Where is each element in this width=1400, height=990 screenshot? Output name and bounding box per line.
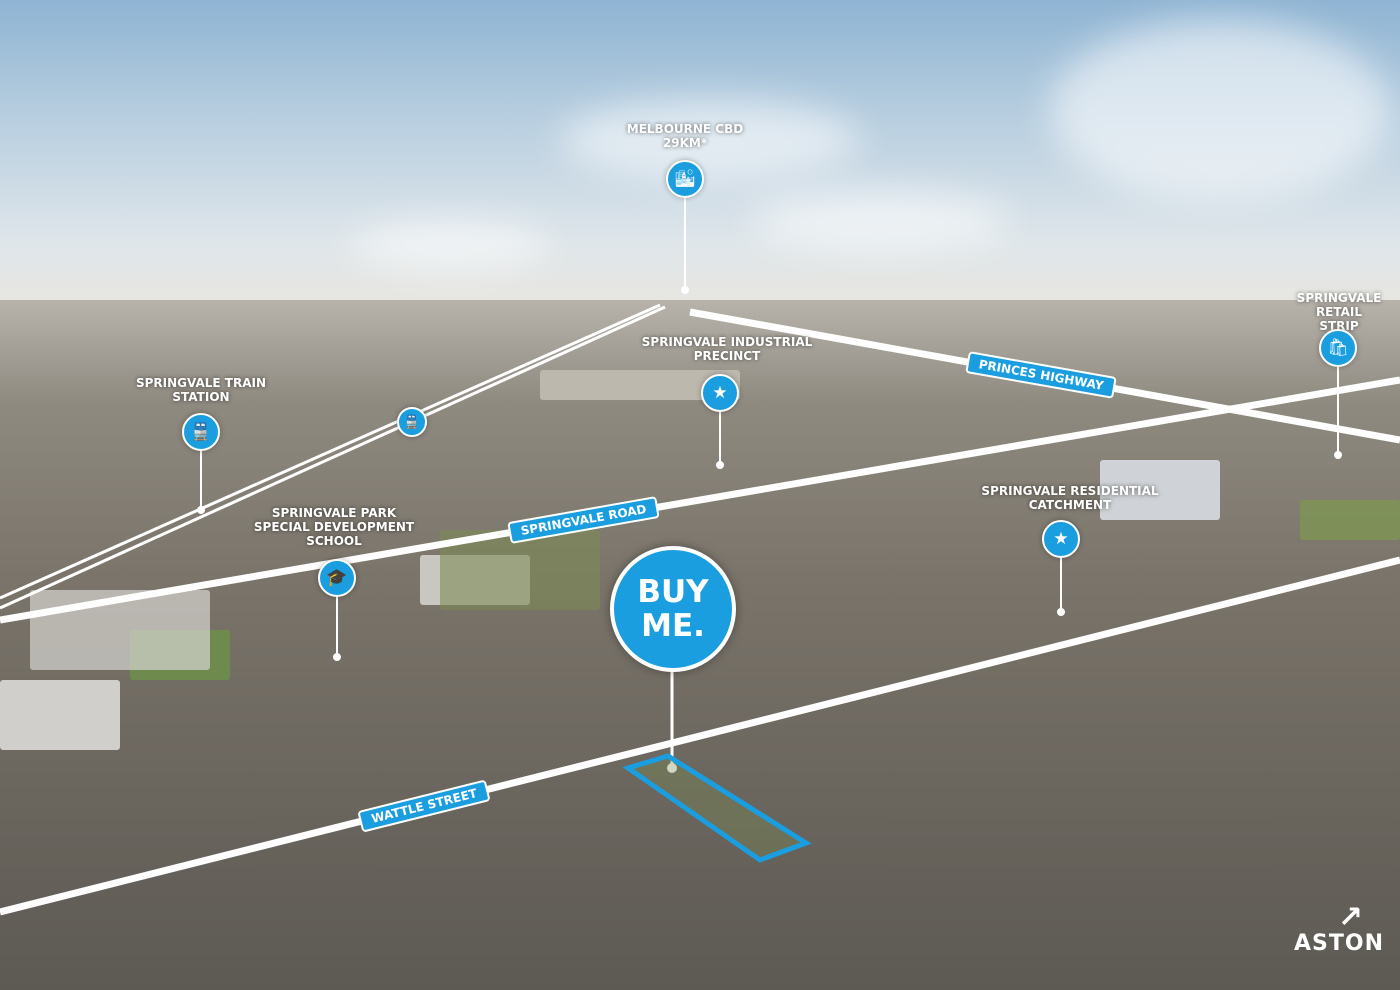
label-cbd: MELBOURNE CBD 29KM* (626, 122, 744, 150)
wattle-street-line (0, 556, 1400, 916)
buy-me-text: BUY ME. (637, 574, 709, 644)
rail-line (0, 305, 666, 610)
label-retail: SPRINGVALE RETAIL STRIP (1296, 291, 1382, 333)
train-icon[interactable]: 🚆 (182, 413, 220, 451)
sky (0, 0, 1400, 305)
aston-logo: ↗ ASTON (1294, 903, 1384, 957)
label-train-station: SPRINGVALE TRAIN STATION (135, 376, 267, 404)
springvale-road-line (0, 376, 1400, 624)
rail-line (0, 303, 661, 600)
property-boundary (622, 753, 812, 863)
label-industrial: SPRINGVALE INDUSTRIAL PRECINCT (641, 335, 813, 363)
label-school: SPRINGVALE PARK SPECIAL DEVELOPMENT SCHO… (253, 506, 415, 548)
train-icon[interactable]: 🚆 (397, 407, 427, 437)
logo-text: ASTON (1294, 931, 1384, 956)
city-buildings-icon[interactable]: 🏙 (666, 160, 704, 198)
star-pin-icon[interactable]: ★ (701, 374, 739, 412)
star-pin-icon[interactable]: ★ (1042, 520, 1080, 558)
label-residential: SPRINGVALE RESIDENTIAL CATCHMENT (981, 484, 1159, 512)
shopping-bag-icon[interactable]: 🛍 (1319, 329, 1357, 367)
graduation-cap-icon[interactable]: 🎓 (318, 559, 356, 597)
buy-me-callout[interactable]: BUY ME. (610, 546, 736, 672)
logo-arrow-icon: ↗ (1337, 900, 1365, 935)
